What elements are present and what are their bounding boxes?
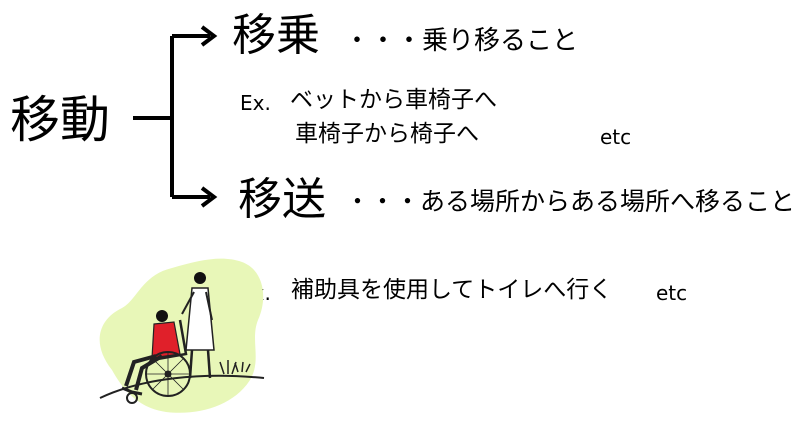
branch-transfer-example-line-1: ベットから車椅子へ <box>290 87 497 113</box>
branch-transfer-example-line-2: 車椅子から椅子へ <box>295 121 479 147</box>
branch-transfer-term: 移乗 <box>232 10 320 61</box>
wheelchair-caregiver-illustration <box>99 258 265 413</box>
branch-transport-example-etc: etc <box>656 281 688 305</box>
upper-arrow-head <box>200 25 218 47</box>
grass-tuft-icon <box>219 360 251 375</box>
branch-transfer-description: ・・・乗り移ること <box>344 26 579 56</box>
caregiver-figure <box>181 272 215 379</box>
root-term: 移動 <box>10 91 110 149</box>
wheelchair-icon <box>126 319 191 404</box>
wheelchair-user-figure <box>121 310 181 396</box>
branch-transport-example-line-1: 補助具を使用してトイレへ行く <box>291 277 613 303</box>
branch-transfer-example-prefix: Ex. <box>240 91 271 115</box>
branch-transfer-example-etc: etc <box>600 125 632 149</box>
lower-arrow-head <box>200 186 218 208</box>
ground-line <box>99 374 265 399</box>
branch-transport-description: ・・・ある場所からある場所へ移ること <box>345 187 796 216</box>
branch-transport-term: 移送 <box>238 174 326 225</box>
